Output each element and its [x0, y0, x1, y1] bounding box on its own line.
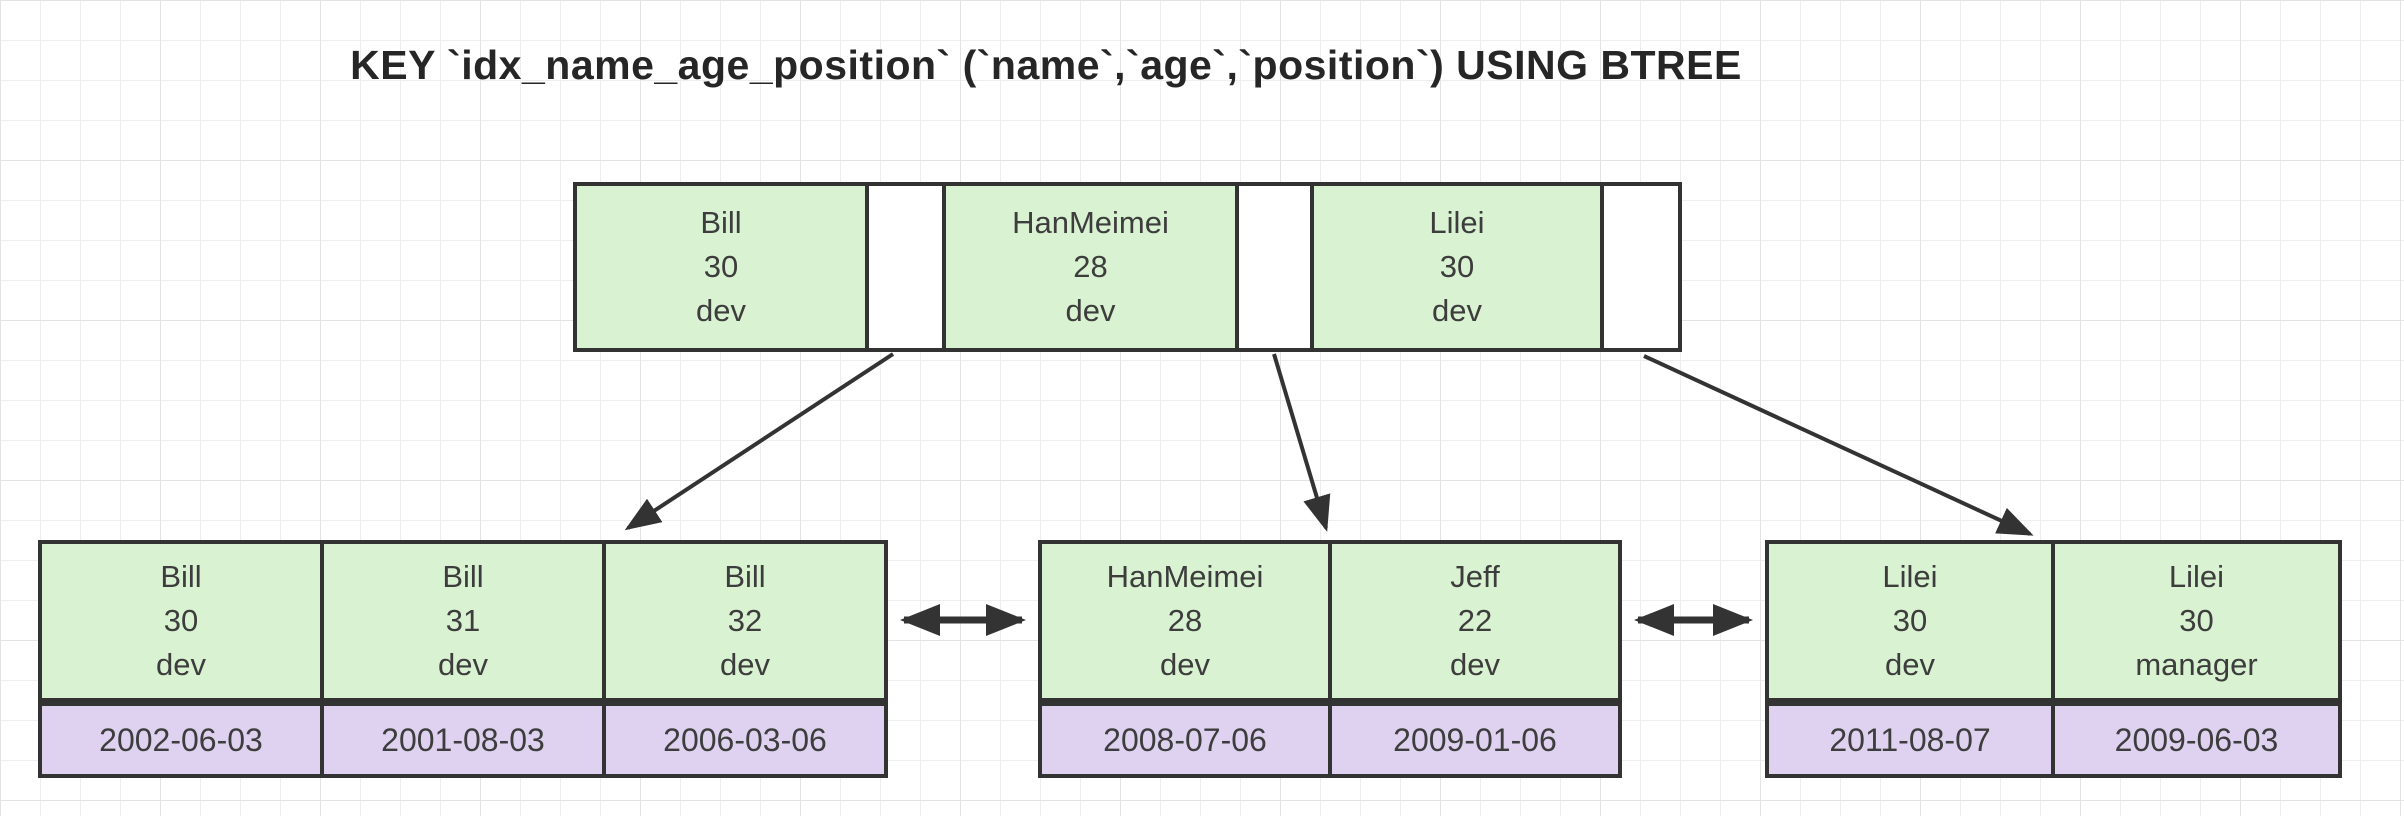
key-position: dev	[696, 293, 746, 328]
leaf-node-1: Bill 30 dev Bill 31 dev Bill 32 dev 2002…	[38, 540, 888, 778]
key-position: dev	[1885, 647, 1935, 682]
root-pointer-cell	[1600, 182, 1682, 352]
leaf-date-cell: 2011-08-07	[1765, 702, 2055, 778]
key-name: Bill	[160, 559, 202, 594]
key-position: dev	[1160, 647, 1210, 682]
key-position: manager	[2135, 647, 2258, 682]
leaf-date-cell: 2006-03-06	[602, 702, 888, 778]
leaf-key-cell: Jeff 22 dev	[1328, 540, 1622, 702]
root-key-cell: HanMeimei 28 dev	[942, 182, 1239, 352]
diagram-title: KEY `idx_name_age_position` (`name`,`age…	[350, 42, 1742, 88]
root-pointer-cell	[865, 182, 946, 352]
key-age: 30	[2179, 603, 2214, 638]
leaf-key-cell: Lilei 30 manager	[2051, 540, 2342, 702]
key-age: 32	[727, 603, 763, 638]
leaf-date-cell: 2002-06-03	[38, 702, 324, 778]
arrow-root-to-leaf2	[1272, 353, 1331, 532]
root-node: Bill 30 dev HanMeimei 28 dev Lilei 30 de…	[573, 182, 1682, 352]
leaf-date-cell: 2008-07-06	[1038, 702, 1332, 778]
key-position: dev	[156, 647, 206, 682]
key-name: Bill	[700, 205, 742, 240]
key-name: Lilei	[1882, 559, 1938, 594]
root-key-cell: Bill 30 dev	[573, 182, 869, 352]
key-age: 30	[703, 249, 739, 284]
root-key-cell: Lilei 30 dev	[1310, 182, 1604, 352]
key-name: Bill	[442, 559, 484, 594]
leaf-date-cell: 2009-06-03	[2051, 702, 2342, 778]
arrow-root-to-leaf3	[1643, 354, 2034, 536]
key-position: dev	[1432, 293, 1482, 328]
key-name: HanMeimei	[1012, 205, 1169, 240]
leaf-date-cell: 2001-08-03	[320, 702, 606, 778]
leaf-key-cell: Bill 32 dev	[602, 540, 888, 702]
key-name: HanMeimei	[1106, 559, 1264, 594]
key-age: 28	[1073, 249, 1108, 284]
leaf-node-2: HanMeimei 28 dev Jeff 22 dev 2008-07-06 …	[1038, 540, 1622, 778]
key-age: 30	[1892, 603, 1928, 638]
key-name: Lilei	[2168, 559, 2225, 594]
key-name: Jeff	[1450, 559, 1500, 594]
root-pointer-cell	[1235, 182, 1314, 352]
key-age: 28	[1167, 603, 1203, 638]
key-position: dev	[720, 647, 770, 682]
leaf-key-cell: Bill 31 dev	[320, 540, 606, 702]
key-age: 31	[445, 603, 481, 638]
key-position: dev	[1450, 647, 1500, 682]
arrow-root-to-leaf1	[624, 352, 895, 531]
key-age: 30	[163, 603, 199, 638]
leaf-key-cell: Lilei 30 dev	[1765, 540, 2055, 702]
leaf-key-cell: HanMeimei 28 dev	[1038, 540, 1332, 702]
leaf-key-cell: Bill 30 dev	[38, 540, 324, 702]
leaf-node-3: Lilei 30 dev Lilei 30 manager 2011-08-07…	[1765, 540, 2342, 778]
key-age: 30	[1439, 249, 1475, 284]
leaf-date-cell: 2009-01-06	[1328, 702, 1622, 778]
key-age: 22	[1457, 603, 1493, 638]
key-name: Lilei	[1429, 205, 1485, 240]
key-position: dev	[1065, 293, 1116, 328]
key-name: Bill	[724, 559, 766, 594]
key-position: dev	[438, 647, 488, 682]
